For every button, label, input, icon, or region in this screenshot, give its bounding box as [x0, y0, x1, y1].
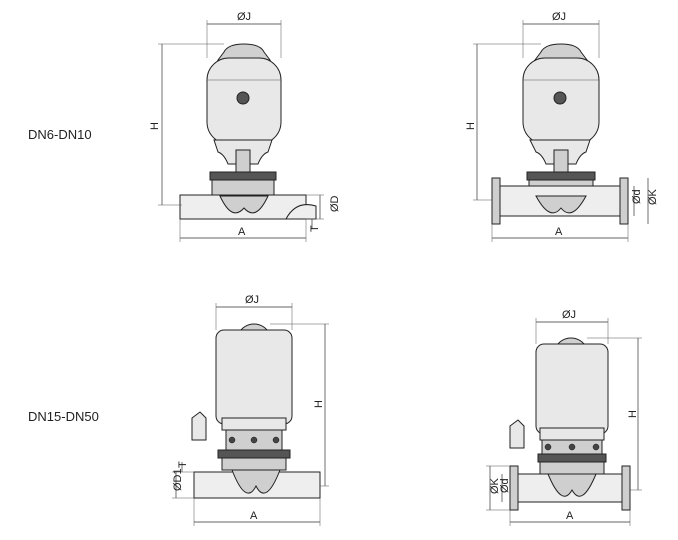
row-label-dn6-dn10: DN6-DN10	[28, 127, 92, 142]
drawing-dn15-weld: ØJ H A ØD1 T	[172, 294, 329, 526]
dim-j-label-4: ØJ	[562, 309, 576, 321]
dim-h-label: H	[149, 122, 161, 130]
dim-a-label-2: A	[555, 226, 563, 238]
dim-j-label-2: ØJ	[552, 11, 566, 23]
dim-h-label-3: H	[313, 400, 325, 408]
dim-a-label: A	[238, 226, 246, 238]
drawing-dn6-weld: ØJ H A ØD T	[149, 11, 341, 242]
row-label-dn15-dn50: DN15-DN50	[28, 409, 99, 424]
dim-d-small-label: Ød	[631, 189, 643, 204]
dim-d-small-label-2: Ød	[499, 478, 511, 493]
dim-t-label-2: T	[177, 461, 189, 468]
dim-h-label-2: H	[465, 122, 477, 130]
dim-a-label-3: A	[250, 510, 258, 522]
dim-d1-label: ØD1	[172, 468, 184, 491]
dim-a-label-4: A	[566, 510, 574, 522]
dim-d-label: ØD	[329, 195, 341, 212]
drawing-dn6-clamp: ØJ H A Ød ØK	[465, 11, 659, 242]
drawing-dn15-clamp: ØJ H A ØK Ød	[486, 309, 642, 526]
dim-t-label: T	[309, 225, 321, 232]
dim-j-label-3: ØJ	[245, 294, 259, 306]
dim-k-label-2: ØK	[489, 477, 501, 494]
dim-h-label-4: H	[627, 410, 639, 418]
dim-j-label: ØJ	[237, 11, 251, 23]
dim-k-label: ØK	[647, 188, 659, 205]
